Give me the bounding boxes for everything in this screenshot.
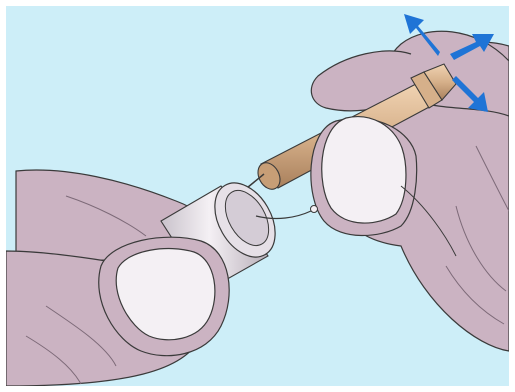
illustration-scene (6, 6, 509, 386)
hand-tool-illustration (6, 6, 509, 386)
right-thumbnail (322, 117, 406, 223)
